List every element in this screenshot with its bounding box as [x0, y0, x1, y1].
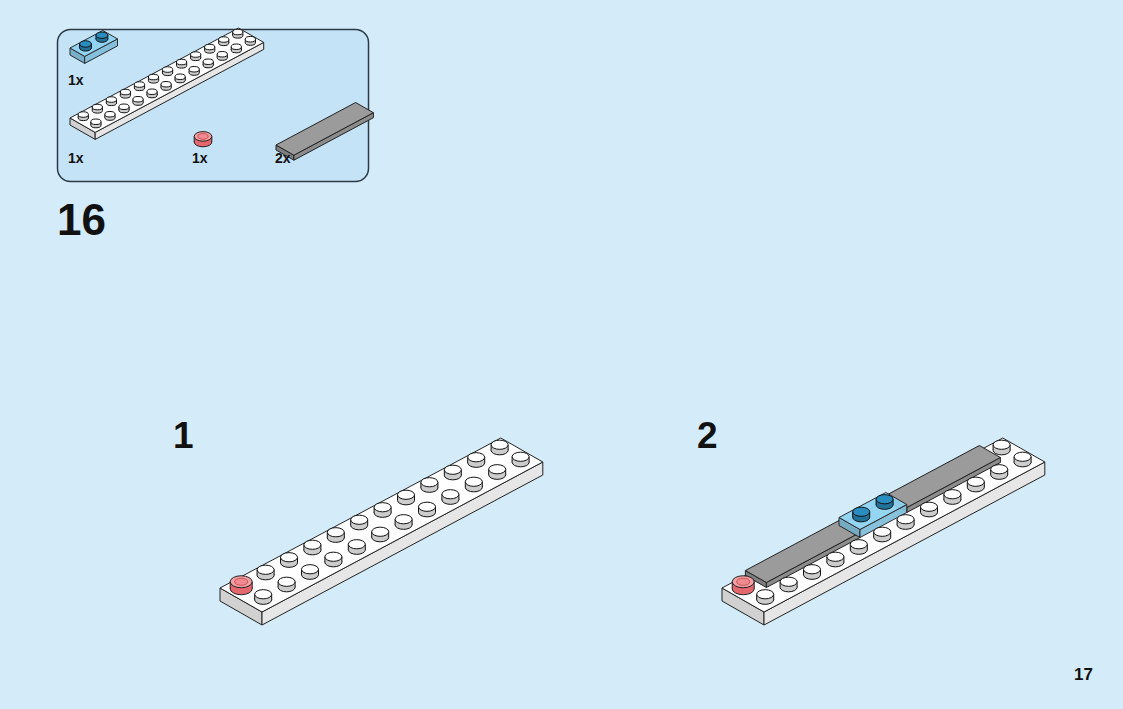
stud [395, 515, 412, 530]
stud [853, 507, 870, 522]
stud [105, 111, 115, 120]
stud [421, 478, 438, 493]
stud [398, 490, 415, 505]
stud [374, 503, 391, 518]
stud [205, 44, 215, 53]
stud [219, 37, 229, 46]
stud [967, 477, 984, 492]
stud [257, 565, 274, 580]
stud [91, 119, 101, 128]
stud [191, 52, 201, 61]
plate-2x12 [220, 438, 543, 625]
stud [302, 565, 319, 580]
stud [780, 577, 797, 592]
stud [162, 67, 172, 76]
stud [993, 440, 1010, 455]
stud [78, 112, 88, 121]
stud [1014, 452, 1031, 467]
stud [161, 81, 171, 90]
page-number: 17 [1074, 666, 1093, 683]
stud [255, 590, 272, 605]
stud [491, 440, 508, 455]
stud [281, 553, 298, 568]
plate-2x12-part [70, 28, 264, 139]
stud [991, 465, 1008, 480]
stud [231, 44, 241, 53]
stud [304, 540, 321, 555]
stud [120, 89, 130, 98]
stud [442, 490, 459, 505]
stud [203, 59, 213, 68]
stud [850, 540, 867, 555]
stud [134, 82, 144, 91]
stud [512, 452, 529, 467]
stud [147, 89, 157, 98]
step-number: 16 [57, 198, 106, 242]
stud [119, 104, 129, 113]
plate-1x2 [839, 493, 907, 538]
stud [106, 97, 116, 106]
stud [133, 96, 143, 105]
part-count: 2x [275, 151, 291, 165]
stud [175, 74, 185, 83]
plate-2x12 [722, 438, 1045, 625]
stud [148, 74, 158, 83]
stud [944, 490, 961, 505]
stud [827, 552, 844, 567]
stud [897, 515, 914, 530]
stud [921, 502, 938, 517]
stud [372, 527, 389, 542]
plate-1x2-part [70, 31, 118, 64]
stud [245, 36, 255, 45]
round-plate [732, 576, 754, 595]
stud [876, 495, 893, 510]
stud [489, 465, 506, 480]
stud [325, 552, 342, 567]
stud [177, 59, 187, 68]
substep-number: 1 [173, 417, 194, 454]
stud [96, 32, 108, 42]
stud [465, 477, 482, 492]
stud [444, 465, 461, 480]
stud [757, 590, 774, 605]
part-count: 1x [192, 151, 208, 165]
tile-1x4-part [276, 103, 373, 161]
substep-number: 2 [697, 417, 718, 454]
stud [348, 540, 365, 555]
stud [419, 502, 436, 517]
stud [278, 577, 295, 592]
stud [468, 453, 485, 468]
stud [217, 51, 227, 60]
stud [189, 66, 199, 75]
part-count: 1x [68, 73, 84, 87]
round-plate [230, 576, 252, 595]
tile-1x4 [745, 521, 860, 588]
stud [233, 29, 243, 38]
part-count: 1x [68, 151, 84, 165]
stud [327, 528, 344, 543]
stud [874, 527, 891, 542]
round-plate [194, 132, 212, 147]
stud [804, 565, 821, 580]
stud [80, 41, 92, 51]
stud [92, 104, 102, 113]
stud [351, 515, 368, 530]
